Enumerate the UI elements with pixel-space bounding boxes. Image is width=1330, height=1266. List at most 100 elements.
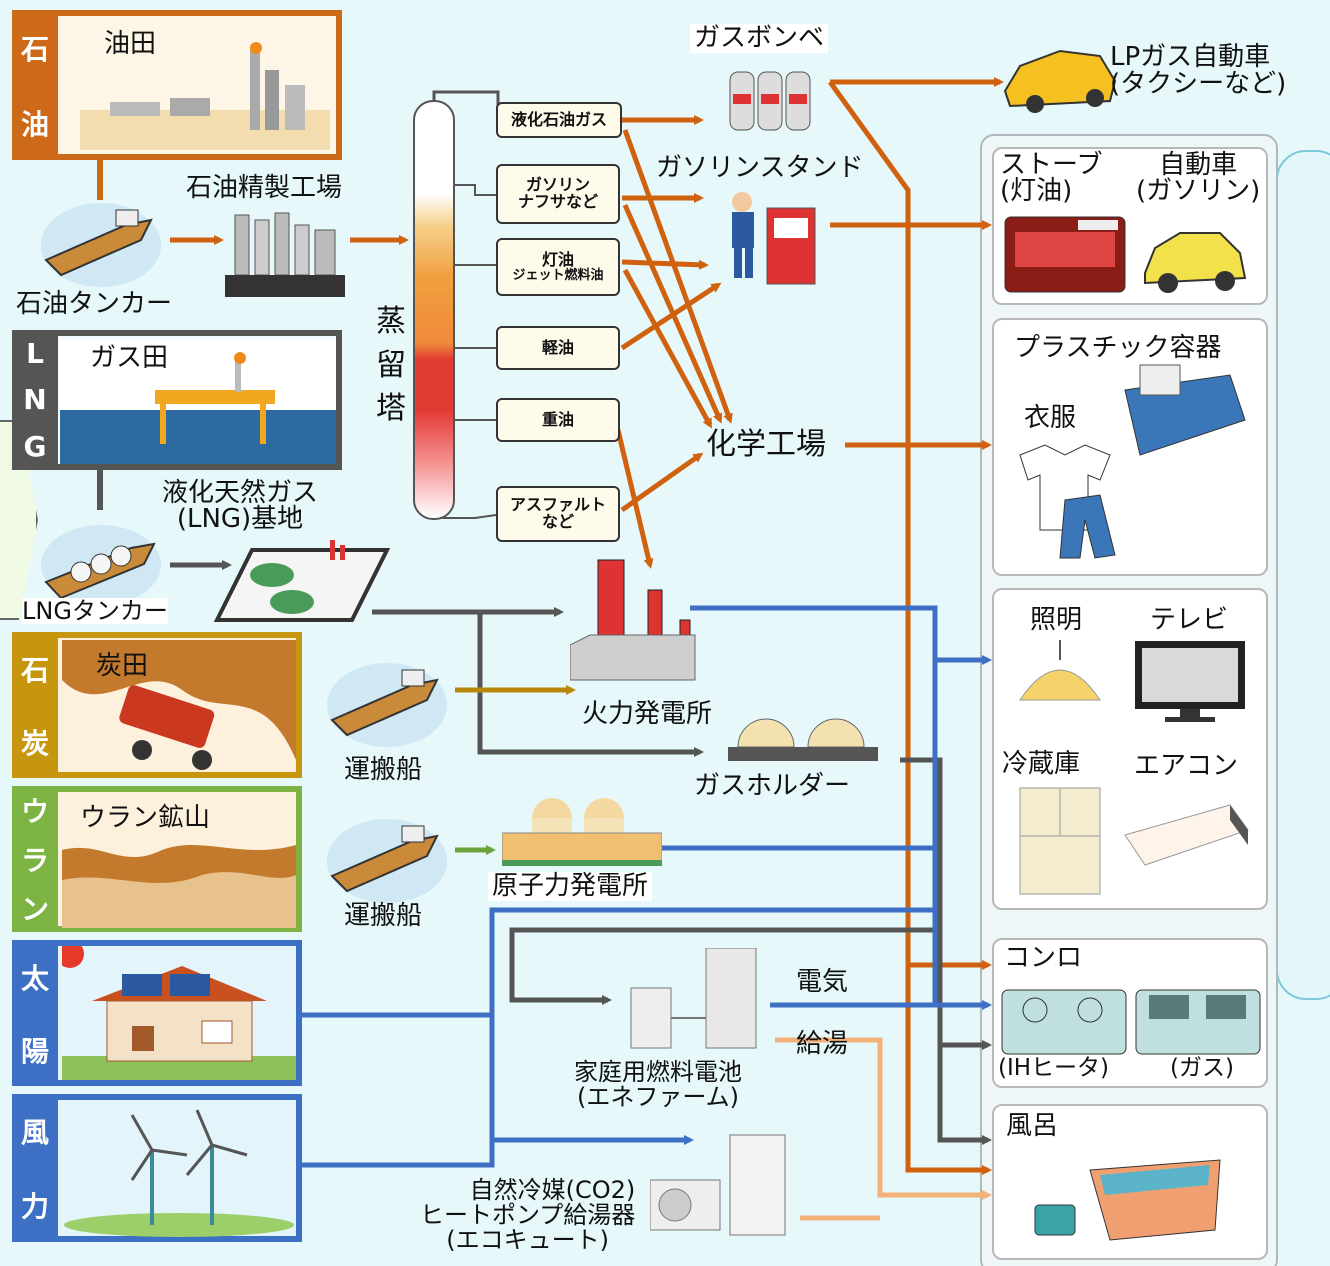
chemical-plant-label: 化学工場 (706, 427, 826, 462)
lng-tag-3: G (23, 430, 47, 464)
tower-label-3: 塔 (376, 391, 406, 426)
lng-base-icon (213, 540, 391, 622)
fraction-gasoline-label-1: ガソリン (525, 175, 590, 195)
elec-wind (302, 1015, 495, 1168)
fuel-cell-label-2: (エネファーム) (576, 1083, 739, 1112)
fuel-cell-icon (630, 948, 757, 1049)
oil-tanker-icon (41, 203, 161, 287)
coal-tag-2: 炭 (20, 726, 49, 760)
gas-field-icon (60, 340, 336, 464)
fraction-diesel-label: 軽油 (541, 337, 574, 357)
lng-base-label: 液化天然ガス (LNG)基地 (162, 480, 318, 532)
right-blue-callout (1276, 150, 1330, 1000)
arrow-naphtha-chemical (622, 203, 723, 424)
lng-tanker-icon (41, 525, 161, 605)
lighting-label: 照明 (1030, 605, 1083, 635)
stove-label: ストーブ (灯油) (1000, 152, 1102, 204)
tv-label: テレビ (1150, 605, 1229, 635)
fridge-label: 冷蔵庫 (1002, 749, 1081, 779)
tv-icon (1135, 641, 1245, 722)
wind-tag-2: 力 (20, 1190, 49, 1223)
plastic-container-icon (1124, 364, 1246, 456)
wind-tag-1: 風 (20, 1116, 49, 1149)
plastics-panel (992, 318, 1268, 576)
ih-heater-icon (1001, 989, 1127, 1055)
solar-house-icon (62, 946, 296, 1080)
fraction-gasoline-label-2: ナフサなど (517, 192, 598, 211)
elec-solar (302, 907, 935, 1018)
gas-field-label: ガス田 (90, 343, 169, 373)
lng-tag-1: L (26, 336, 44, 370)
oil-tag: 石 油 (12, 10, 58, 160)
uranium-tag-1: ウ (20, 795, 49, 829)
stovetop-label: コンロ (1004, 943, 1083, 973)
fraction-kerosene-label-2: ジェット燃料油 (512, 267, 604, 283)
refinery-icon (225, 212, 345, 297)
fraction-lpg-label: 液化石油ガス (510, 109, 607, 129)
fraction-gasoline: ガソリンナフサなど (496, 164, 620, 224)
heat-pump-label-2: ヒートポンプ給湯器 (420, 1201, 636, 1230)
distillation-tower (413, 100, 455, 520)
lpg-car-label-2: (タクシーなど) (1110, 69, 1287, 100)
stove-label-1: ストーブ (1000, 150, 1103, 180)
wind-tag: 風 力 (12, 1094, 58, 1242)
uranium-tag: ウ ラ ン (12, 786, 58, 932)
nuclear-plant-label: 原子力発電所 (488, 872, 653, 901)
arrow-lpg-chemical (622, 129, 733, 424)
fraction-lpg: 液化石油ガス (496, 102, 622, 138)
heat-pump-label-1: 自然冷媒(CO2) (469, 1176, 636, 1204)
clothes-icon (1019, 444, 1116, 559)
oil-field-icon (80, 42, 330, 150)
uranium-mine-label: ウラン鉱山 (80, 803, 211, 833)
gas-cylinder-icon (729, 71, 811, 131)
uranium-ship-icon (327, 819, 447, 903)
coal-ship-label: 運搬船 (344, 755, 423, 785)
gas-holder-icon (728, 718, 878, 761)
aircon-icon (1124, 804, 1249, 866)
chemical-plant-icon (0, 0, 1, 1)
coal-ship-icon (327, 663, 447, 747)
car-label: 自動車 (ガソリン) (1136, 152, 1260, 204)
fraction-asphalt-label-1: アスファルト (509, 495, 606, 515)
fraction-heavy-oil: 重油 (496, 398, 620, 442)
arrow-heavyoil-thermal (615, 429, 654, 569)
wind-turbine-icon (64, 1109, 294, 1237)
gas-trunk (900, 757, 992, 1145)
oil-tanker-label: 石油タンカー (16, 289, 173, 319)
bathtub-icon (1034, 1159, 1221, 1241)
solar-tag-2: 陽 (20, 1034, 49, 1068)
arrow-diesel-station (620, 282, 722, 351)
tower-label: 蒸 留 塔 (376, 300, 406, 431)
arrow-lngbase-holder (477, 612, 704, 757)
hot-water-label: 給湯 (796, 1029, 849, 1059)
arrow-kerosene-station (621, 259, 709, 270)
gas-stove-icon (1135, 989, 1261, 1055)
lng-tag-2: N (23, 383, 47, 417)
coal-field-icon (62, 640, 296, 770)
lng-tag: L N G (12, 330, 58, 470)
arrow-gas-fuelcell (509, 927, 940, 1005)
uranium-tag-3: ン (20, 892, 49, 926)
gas-station-label: ガソリンスタンド (656, 153, 864, 183)
uranium-mine-icon (62, 845, 296, 928)
clothes-label: 衣服 (1024, 403, 1077, 433)
oil-field-label: 油田 (104, 29, 157, 59)
refinery-label: 石油精製工場 (186, 173, 343, 203)
uranium-ship-label: 運搬船 (344, 901, 423, 931)
fraction-heavy-oil-label: 重油 (541, 409, 574, 429)
fraction-kerosene: 灯油ジェット燃料油 (496, 238, 620, 296)
stove-label-2: (灯油) (1000, 176, 1073, 206)
car-icon (1144, 232, 1247, 293)
gas-station-icon (732, 192, 816, 285)
tower-label-2: 留 (376, 347, 406, 383)
heat-pump-label-3: (エコキュート) (446, 1226, 609, 1255)
fridge-icon (1019, 787, 1101, 895)
lpg-car-label-1: LPガス自動車 (1110, 42, 1271, 72)
solar-tag: 太 陽 (12, 940, 58, 1086)
fuel-cell-label-1: 家庭用燃料電池 (574, 1058, 742, 1086)
nuclear-plant-icon (502, 798, 662, 866)
coal-field-label: 炭田 (96, 651, 149, 681)
aircon-label: エアコン (1134, 751, 1239, 781)
gas-stove-label: (ガス) (1170, 1055, 1234, 1081)
